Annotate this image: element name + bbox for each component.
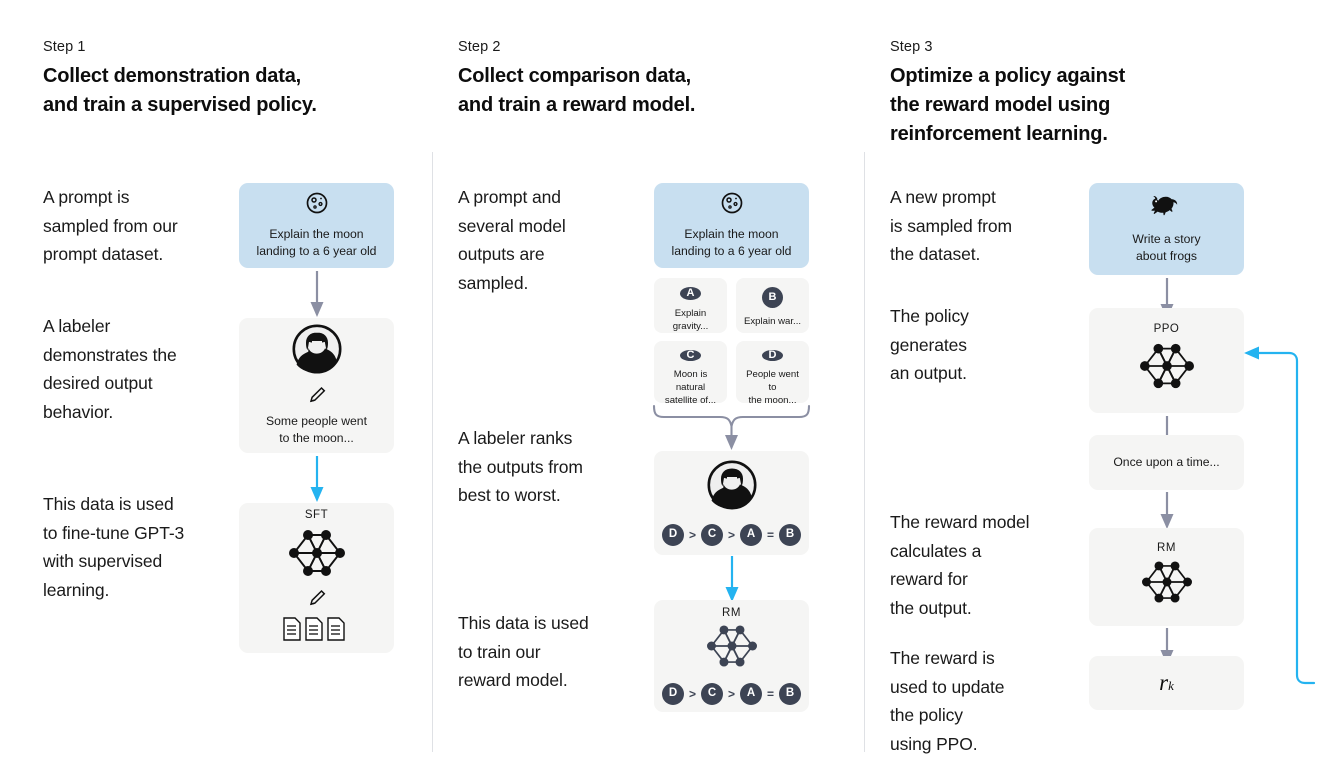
- step-2-brace-arrow: [648, 404, 815, 457]
- option-text-b: Explain war...: [743, 316, 802, 327]
- reward-symbol-subscript: k: [1168, 678, 1174, 693]
- step-2-paragraph-3: This data is used to train our reward mo…: [458, 613, 589, 690]
- neural-network-icon: [1133, 557, 1201, 612]
- step-3-ppo-label: PPO: [1153, 323, 1180, 335]
- step-1-paragraph-1: A prompt is sampled from our prompt data…: [43, 187, 178, 264]
- rank-operator-3: =: [767, 528, 775, 542]
- step-2-paragraph-2: A labeler ranks the outputs from best to…: [458, 428, 583, 505]
- step-1-arrow-2: [307, 456, 327, 508]
- rm-rank-operator-1: >: [688, 687, 696, 701]
- step-3-prompt-caption: Write a story about frogs: [1132, 231, 1201, 263]
- rank-badge-4: B: [779, 524, 802, 546]
- step-2-column: Step 2 Collect comparison data, and trai…: [432, 0, 864, 771]
- frog-icon: [1150, 194, 1184, 223]
- rm-rank-operator-3: =: [767, 687, 775, 701]
- option-text-c: Moon is natural satellite of...: [664, 369, 717, 406]
- step-3-output-caption: Once upon a time...: [1113, 455, 1220, 469]
- output-option-c: C Moon is natural satellite of...: [654, 341, 727, 406]
- pencil-icon: [307, 385, 327, 410]
- step-3-paragraph-3: The reward model calculates a reward for…: [890, 512, 1030, 618]
- pencil-icon: [307, 588, 327, 613]
- rm-rank-badge-3: A: [740, 683, 762, 705]
- column-divider-2: [864, 152, 865, 752]
- output-option-b: B Explain war...: [736, 278, 809, 333]
- step-2-title: Collect comparison data, and train a rew…: [458, 65, 696, 116]
- rank-badge-1: D: [661, 524, 684, 546]
- step-1-arrow-1: [307, 271, 327, 323]
- rank-badge-2: C: [700, 524, 723, 546]
- rank-operator-1: >: [688, 528, 696, 542]
- neural-network-icon: [699, 621, 765, 676]
- step-1-title: Collect demonstration data, and train a …: [43, 65, 317, 116]
- step-2-rm-ranking-row: D > C > A = B: [661, 683, 802, 705]
- step-3-column: Step 3 Optimize a policy against the rew…: [864, 0, 1320, 771]
- option-badge-d: D: [762, 350, 783, 361]
- output-option-d: D People went to the moon...: [736, 341, 809, 406]
- option-text-a: Explain gravity...: [672, 308, 709, 332]
- step-3-feedback-loop: [1242, 345, 1316, 695]
- step-2-ranking-row: D > C > A = B: [661, 524, 802, 546]
- reward-symbol-base: r: [1159, 670, 1169, 695]
- column-divider-1: [432, 152, 433, 752]
- step-3-prompt-card: Write a story about frogs: [1089, 183, 1244, 275]
- step-2-prompt-card: Explain the moon landing to a 6 year old: [654, 183, 809, 268]
- documents-icon: [281, 616, 353, 647]
- step-1-prompt-card: Explain the moon landing to a 6 year old: [239, 183, 394, 268]
- step-2-label: Step 2: [458, 39, 501, 55]
- step-2-prompt-caption: Explain the moon landing to a 6 year old: [671, 227, 792, 258]
- step-1-labeler-card: Some people went to the moon...: [239, 318, 394, 453]
- step-3-output-card: Once upon a time...: [1089, 435, 1244, 490]
- step-1-column: Step 1 Collect demonstration data, and t…: [0, 0, 432, 771]
- moon-icon: [305, 191, 329, 220]
- option-badge-a: A: [680, 287, 701, 300]
- rm-rank-badge-1: D: [661, 683, 684, 705]
- neural-network-icon: [1131, 339, 1203, 398]
- step-2-labeler-card: D > C > A = B: [654, 451, 809, 555]
- step-3-rm-label: RM: [1157, 542, 1176, 554]
- step-3-paragraph-4: The reward is used to update the policy …: [890, 648, 1005, 754]
- step-1-labeler-caption: Some people went to the moon...: [266, 414, 367, 445]
- step-1-paragraph-2: A labeler demonstrates the desired outpu…: [43, 316, 177, 422]
- person-icon: [291, 324, 342, 379]
- step-1-sft-label: SFT: [304, 509, 329, 521]
- option-badge-c: C: [680, 350, 701, 361]
- rm-rank-operator-2: >: [727, 687, 735, 701]
- option-text-d: People went to the moon...: [746, 369, 799, 406]
- step-2-paragraph-1: A prompt and several model outputs are s…: [458, 187, 566, 293]
- step-1-prompt-caption: Explain the moon landing to a 6 year old: [256, 227, 377, 258]
- rm-rank-badge-2: C: [700, 683, 723, 705]
- moon-icon: [720, 191, 744, 220]
- step-3-rm-card: RM: [1089, 528, 1244, 626]
- step-2-rm-card: RM: [654, 600, 809, 712]
- step-3-ppo-card: PPO: [1089, 308, 1244, 413]
- output-option-a: A Explain gravity...: [654, 278, 727, 333]
- step-3-arrow-3: [1157, 492, 1177, 535]
- step-2-arrow-blue: [722, 556, 742, 608]
- step-3-paragraph-2: The policy generates an output.: [890, 306, 969, 383]
- rank-operator-2: >: [727, 528, 735, 542]
- step-3-paragraph-1: A new prompt is sampled from the dataset…: [890, 187, 1013, 264]
- neural-network-icon: [281, 525, 353, 586]
- step-3-title: Optimize a policy against the reward mod…: [890, 65, 1126, 145]
- rank-badge-3: A: [740, 524, 762, 546]
- option-badge-b: B: [762, 287, 783, 308]
- rm-rank-badge-4: B: [779, 683, 802, 705]
- person-icon: [706, 460, 757, 515]
- step-1-label: Step 1: [43, 39, 86, 55]
- step-3-label: Step 3: [890, 39, 933, 55]
- step-2-rm-label: RM: [722, 607, 741, 619]
- step-1-sft-card: SFT: [239, 503, 394, 653]
- step-1-paragraph-3: This data is used to fine-tune GPT-3 wit…: [43, 494, 185, 600]
